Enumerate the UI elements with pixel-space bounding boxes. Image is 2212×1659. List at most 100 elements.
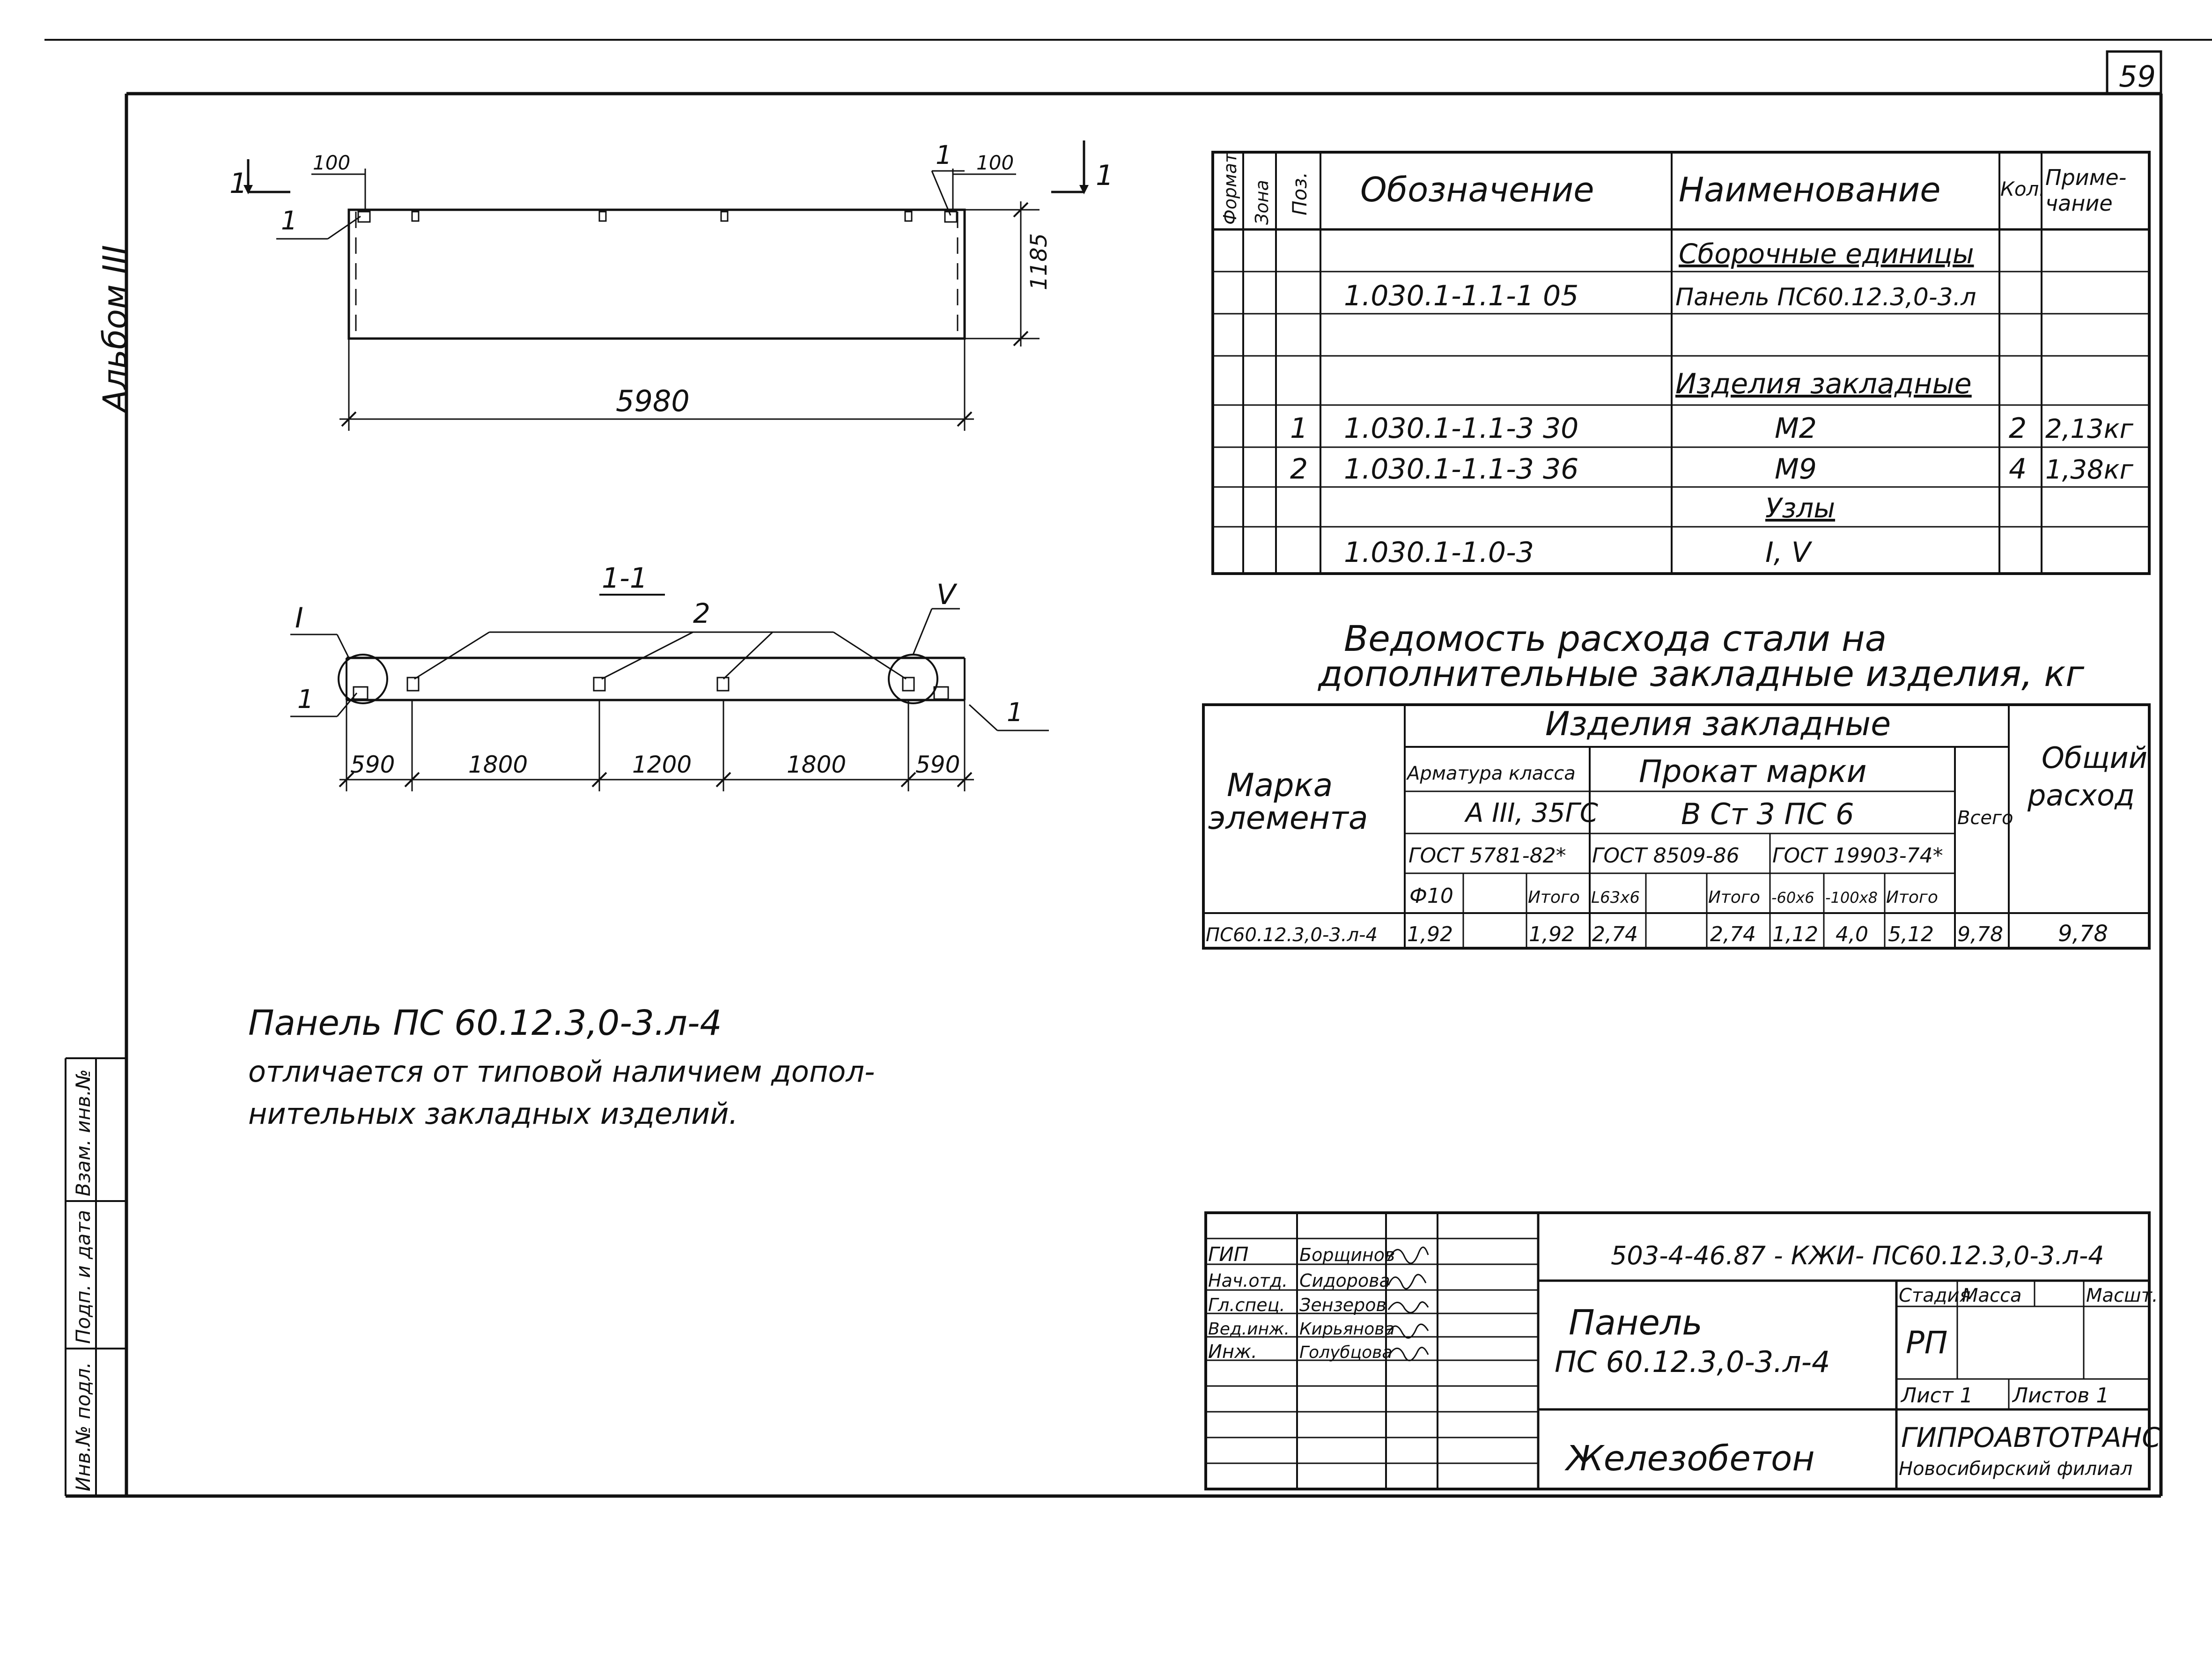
tb-name: Зензеров — [1299, 1295, 1386, 1315]
steel-val: 4,0 — [1836, 922, 1868, 946]
tb-role: Вед.инж. — [1208, 1320, 1290, 1339]
length-dim: 5980 — [616, 384, 690, 418]
steel-rolled-grade: В Ст 3 ПС 6 — [1681, 797, 1854, 831]
steel-sub: Итого — [1708, 888, 1760, 907]
steel-title-2: дополнительные закладные изделия, кг — [1317, 653, 2085, 694]
steel-sub: -100х8 — [1825, 889, 1878, 907]
offset-right-label: 100 — [976, 151, 1014, 174]
spec-row-name: М2 — [1775, 412, 1817, 445]
tb-role: Инж. — [1208, 1341, 1257, 1363]
spec-row-note: 1,38кг — [2045, 455, 2134, 485]
hdr-name: Наименование — [1679, 170, 1941, 209]
spec-row-pos: 1 — [1290, 412, 1308, 445]
spec-row-qty: 4 — [2009, 453, 2027, 486]
tb-sheet: Лист 1 — [1900, 1384, 1973, 1408]
tb-role: Гл.спец. — [1208, 1295, 1285, 1315]
spec-row-qty: 2 — [2009, 412, 2027, 445]
hdr-designation: Обозначение — [1360, 170, 1594, 209]
spec-row-designation: 1.030.1-1.1-3 36 — [1344, 453, 1578, 486]
steel-overall-1: Общий — [2042, 741, 2147, 775]
embed-m9 — [598, 211, 607, 222]
steel-sub: Ф10 — [1409, 884, 1453, 908]
title-block: 503-4-46.87 - КЖИ- ПС60.12.3,0-3.л-4 ГИП… — [1204, 1211, 2161, 1490]
section-mark-left: 1 — [229, 167, 247, 200]
tb-stage: РП — [1906, 1325, 1947, 1361]
steel-val: 9,78 — [1957, 922, 2003, 946]
note-line-3: нительных закладных изделий. — [248, 1097, 738, 1131]
panel-outline — [347, 208, 966, 340]
tb-name: Сидорова — [1299, 1270, 1390, 1291]
album-label: Альбом III — [96, 245, 134, 414]
note-line-1: Панель ПС 60.12.3,0-3.л-4 — [248, 1003, 722, 1043]
steel-mark-2: элемента — [1208, 800, 1368, 837]
signature-mark — [1387, 1323, 1429, 1339]
spec-row-designation: 1.030.1-1.0-3 — [1344, 536, 1534, 569]
spec-section-embeds: Изделия закладные — [1675, 368, 1972, 400]
signature-mark — [1387, 1347, 1429, 1362]
section-title: 1-1 — [602, 562, 648, 595]
strip-inv-orig: Инв.№ подл. — [72, 1362, 95, 1491]
section-pos-1-right: 1 — [1007, 697, 1023, 727]
steel-rolled: Прокат марки — [1639, 753, 1867, 789]
node-circle-left — [338, 654, 388, 704]
tb-material: Железобетон — [1564, 1438, 1815, 1479]
section-pos-1-left: 1 — [297, 684, 314, 714]
pos-2-label: 2 — [693, 597, 710, 629]
span-dim: 590 — [350, 751, 395, 778]
pos-1-label-left: 1 — [281, 206, 297, 236]
spec-row-designation: 1.030.1-1.1-3 30 — [1344, 412, 1578, 445]
span-dim: 1800 — [468, 751, 528, 778]
node-label-right: V — [936, 578, 958, 611]
tb-role: Нач.отд. — [1208, 1270, 1288, 1291]
tb-mass-h: Масса — [1962, 1285, 2022, 1306]
steel-sub: -60х6 — [1771, 889, 1814, 907]
tb-org-2: Новосибирский филиал — [1899, 1458, 2132, 1480]
node-label-left: I — [295, 602, 303, 634]
steel-sub: L63х6 — [1591, 888, 1640, 907]
hdr-qty: Кол. — [2000, 177, 2045, 200]
steel-rebar-class: Арматура класса — [1406, 763, 1576, 784]
tb-name: Голубцова — [1299, 1343, 1392, 1362]
embed-m9 — [411, 211, 420, 222]
spec-row-name: I, V — [1765, 536, 1813, 569]
steel-val: 1,92 — [1407, 922, 1453, 946]
embed-m9 — [904, 211, 913, 222]
note-line-2: отличается от типовой наличием допол- — [248, 1054, 875, 1089]
spec-row-note: 2,13кг — [2045, 414, 2134, 444]
tb-title-1: Панель — [1569, 1303, 1703, 1343]
section-1-1: 1-1 2 I V 1 1 — [290, 562, 1049, 791]
node-circle-right — [888, 654, 938, 704]
section-mark-right: 1 — [1096, 159, 1113, 192]
steel-row-mark: ПС60.12.3,0-3.л-4 — [1206, 924, 1378, 946]
steel-group: Изделия закладные — [1545, 705, 1891, 743]
steel-val: 2,74 — [1592, 922, 1638, 946]
hdr-note-1: Приме- — [2045, 165, 2126, 190]
spec-section-nodes: Узлы — [1765, 492, 1835, 524]
height-dim: 1185 — [1026, 233, 1052, 290]
offset-left-label: 100 — [313, 151, 350, 174]
page-number: 59 — [2119, 59, 2156, 94]
tb-org-1: ГИПРОАВТОТРАНС — [1901, 1422, 2161, 1453]
hdr-format: Формат — [1220, 152, 1240, 225]
hdr-note-2: чание — [2045, 191, 2113, 216]
tb-stage-h: Стадия — [1899, 1285, 1970, 1306]
signature-mark — [1387, 1274, 1427, 1290]
steel-val: 1,92 — [1529, 922, 1575, 946]
spec-row-name: Панель ПС60.12.3,0-3.л — [1675, 283, 1976, 311]
steel-rebar-grade: А III, 35ГС — [1464, 798, 1598, 828]
tb-sheets: Листов 1 — [2012, 1384, 2109, 1408]
embed-m2-right — [944, 211, 958, 223]
steel-table: Марка элемента Изделия закладные Арматур… — [1202, 703, 2151, 950]
span-dim: 1200 — [632, 751, 692, 778]
hdr-zone: Зона — [1252, 180, 1272, 225]
embed-m9 — [720, 211, 729, 222]
steel-sub: Итого — [1886, 888, 1938, 907]
panel-plan-view: 1 1 100 100 1 1 1185 5980 — [229, 140, 1113, 431]
pos-1-label-right: 1 — [936, 140, 952, 170]
embed-m2-left — [357, 211, 371, 223]
spec-section-assemblies: Сборочные единицы — [1679, 238, 1974, 270]
spec-table: Формат Зона Поз. Обозначение Наименовани… — [1211, 151, 2151, 575]
span-dim: 1800 — [787, 751, 846, 778]
steel-val: 5,12 — [1888, 922, 1934, 946]
